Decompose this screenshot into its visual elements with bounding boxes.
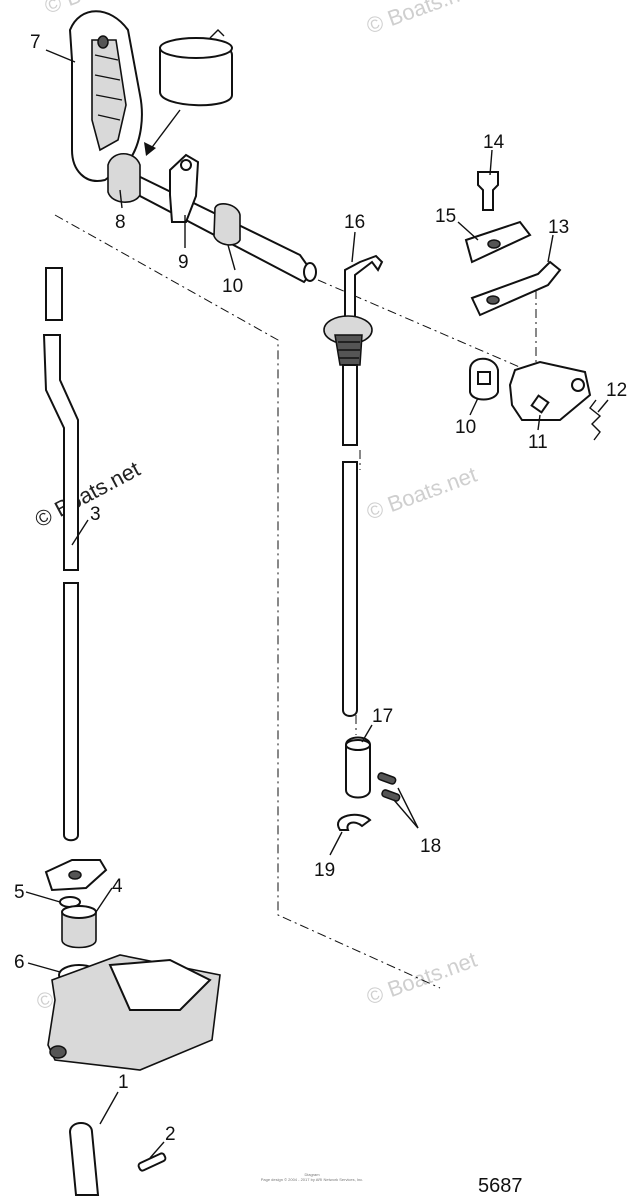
callout-9: 9 [178,252,189,273]
callout-18: 18 [420,836,441,857]
callout-14: 14 [483,132,505,153]
callout-13: 13 [548,217,569,238]
callout-1: 1 [118,1072,129,1093]
decal-sleeve [144,29,233,156]
part-13-spring [470,260,562,317]
callout-16: 16 [344,212,365,233]
callout-11: 11 [528,432,548,453]
callout-4: 4 [112,876,123,897]
assembly-lines [54,214,546,989]
callout-labels: 7 8 9 10 16 14 15 13 12 10 11 3 17 18 19… [14,32,627,1145]
detent-parts [464,171,562,317]
shift-rod-part-3 [42,267,79,842]
lower-rod [342,364,358,717]
leader-lines [25,49,609,1159]
watermark: © Boats.net [363,462,480,525]
callout-15: 15 [435,206,456,227]
shift-shaft-assembly [107,152,317,284]
callout-6: 6 [14,952,25,973]
part-18-pin [381,789,401,802]
part-12-spring [589,399,602,441]
shift-handle-part-7 [68,10,143,182]
part-14-screw [477,171,499,211]
part-19-clip [337,813,372,831]
watermark: © Boats.net [363,0,480,39]
callout-10: 10 [455,417,476,438]
part-1-coupler [68,1122,100,1196]
callout-10: 10 [222,276,243,297]
part-17-coupler [345,736,371,799]
part-18-pin [377,772,397,785]
callout-7: 7 [30,32,41,53]
figure-number: 5687 [478,1175,523,1197]
footer-line-2: Page design © 2004 - 2017 by ARI Network… [261,1177,364,1182]
callout-3: 3 [90,504,101,525]
callout-2: 2 [165,1124,176,1145]
callout-5: 5 [14,882,25,903]
part-2-pin [137,1152,167,1172]
part-10-sleeve [213,203,241,246]
shift-cam-parts [469,357,602,441]
callout-8: 8 [115,212,126,233]
part-11-cam [508,360,592,421]
callout-19: 19 [314,860,335,881]
callout-12: 12 [606,380,627,401]
shift-lever-part-16 [323,254,384,366]
footer: Diagram Page design © 2004 - 2017 by ARI… [261,1172,523,1197]
part-9-lever [169,153,200,223]
lower-parts [44,859,221,1196]
callout-17: 17 [372,706,393,727]
footer-line-1: Diagram [304,1172,320,1177]
coupler-parts [337,736,401,831]
part-8-bushing [107,152,141,203]
watermark: © Boats.net [363,947,480,1010]
